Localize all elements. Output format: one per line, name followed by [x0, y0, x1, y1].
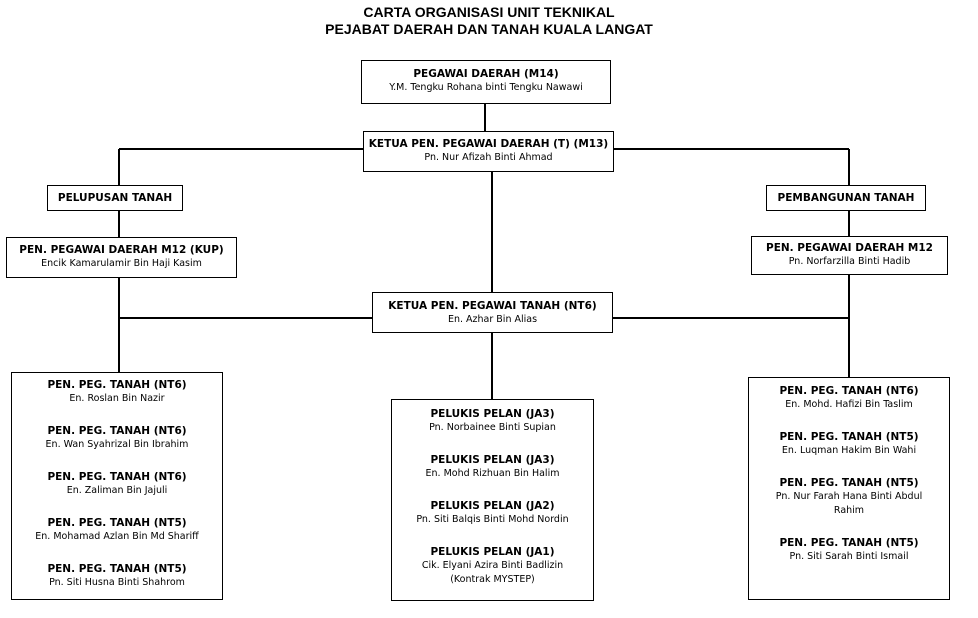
staff-entry: PEN. PEG. TANAH (NT6) En. Wan Syahrizal … — [12, 424, 222, 452]
box-name: En. Azhar Bin Alias — [447, 314, 538, 325]
box-pegawai-daerah: PEGAWAI DAERAH (M14) Y.M. Tengku Rohana … — [361, 60, 611, 104]
staff-entry: PELUKIS PELAN (JA3) Pn. Norbainee Binti … — [392, 407, 593, 435]
section-label: PELUPUSAN TANAH — [57, 192, 173, 204]
staff-role: PEN. PEG. TANAH (NT5) — [47, 563, 187, 575]
staff-entry: PEN. PEG. TANAH (NT6) En. Mohd. Hafizi B… — [749, 384, 949, 412]
staff-entry: PEN. PEG. TANAH (NT5) Pn. Nur Farah Hana… — [749, 476, 949, 518]
staff-name: Cik. Elyani Azira Binti Badlizin — [421, 560, 564, 571]
staff-role: PEN. PEG. TANAH (NT6) — [47, 425, 187, 437]
box-role: PEN. PEGAWAI DAERAH M12 (KUP) — [19, 244, 224, 256]
staff-name: Pn. Siti Balqis Binti Mohd Nordin — [416, 514, 569, 525]
staff-role: PELUKIS PELAN (JA3) — [430, 408, 555, 420]
staff-role: PEN. PEG. TANAH (NT5) — [779, 431, 919, 443]
section-label: PEMBANGUNAN TANAH — [777, 192, 915, 204]
staff-role: PEN. PEG. TANAH (NT6) — [779, 385, 919, 397]
chart-title-line-2: PEJABAT DAERAH DAN TANAH KUALA LANGAT — [325, 21, 653, 37]
staff-role: PEN. PEG. TANAH (NT5) — [779, 477, 919, 489]
staff-entry: PELUKIS PELAN (JA2) Pn. Siti Balqis Bint… — [392, 499, 593, 527]
section-pelupusan-tanah: PELUPUSAN TANAH — [47, 185, 183, 211]
staff-entry: PEN. PEG. TANAH (NT5) Pn. Siti Sarah Bin… — [749, 536, 949, 564]
box-right-officer: PEN. PEGAWAI DAERAH M12 Pn. Norfarzilla … — [751, 236, 948, 275]
box-right-staff: PEN. PEG. TANAH (NT6) En. Mohd. Hafizi B… — [748, 377, 950, 600]
staff-role: PEN. PEG. TANAH (NT5) — [779, 537, 919, 549]
staff-name: Pn. Norbainee Binti Supian — [429, 422, 556, 433]
box-name: Pn. Nur Afizah Binti Ahmad — [424, 152, 553, 163]
box-left-officer: PEN. PEGAWAI DAERAH M12 (KUP) Encik Kama… — [6, 237, 237, 278]
box-name: Encik Kamarulamir Bin Haji Kasim — [41, 258, 202, 269]
box-role: PEGAWAI DAERAH (M14) — [413, 68, 559, 80]
staff-contract-note: (Kontrak MYSTEP) — [450, 574, 535, 585]
staff-role: PEN. PEG. TANAH (NT6) — [47, 379, 187, 391]
staff-entry: PEN. PEG. TANAH (NT5) En. Luqman Hakim B… — [749, 430, 949, 458]
staff-name: Pn. Nur Farah Hana Binti Abdul — [775, 491, 923, 502]
staff-name: En. Luqman Hakim Bin Wahi — [781, 445, 917, 456]
staff-entry: PEN. PEG. TANAH (NT6) En. Zaliman Bin Ja… — [12, 470, 222, 498]
staff-name: Pn. Siti Husna Binti Shahrom — [49, 577, 185, 588]
staff-entry: PEN. PEG. TANAH (NT5) Pn. Siti Husna Bin… — [12, 562, 222, 590]
box-ketua-pen-pegawai-tanah: KETUA PEN. PEGAWAI TANAH (NT6) En. Azhar… — [372, 292, 613, 333]
box-name: Pn. Norfarzilla Binti Hadib — [788, 256, 911, 267]
box-role: KETUA PEN. PEGAWAI TANAH (NT6) — [388, 300, 597, 312]
staff-entry: PELUKIS PELAN (JA1) Cik. Elyani Azira Bi… — [392, 545, 593, 587]
staff-entry: PEN. PEG. TANAH (NT6) En. Roslan Bin Naz… — [12, 378, 222, 406]
staff-role: PELUKIS PELAN (JA3) — [430, 454, 555, 466]
staff-name: En. Wan Syahrizal Bin Ibrahim — [45, 439, 189, 450]
staff-name: En. Mohd. Hafizi Bin Taslim — [785, 399, 913, 410]
staff-role: PEN. PEG. TANAH (NT5) — [47, 517, 187, 529]
staff-name: En. Mohamad Azlan Bin Md Shariff — [35, 531, 199, 542]
staff-entry: PELUKIS PELAN (JA3) En. Mohd Rizhuan Bin… — [392, 453, 593, 481]
box-name: Y.M. Tengku Rohana binti Tengku Nawawi — [389, 82, 583, 93]
chart-title-line-1: CARTA ORGANISASI UNIT TEKNIKAL — [363, 4, 615, 20]
staff-role: PEN. PEG. TANAH (NT6) — [47, 471, 187, 483]
staff-name: En. Zaliman Bin Jajuli — [66, 485, 168, 496]
staff-role: PELUKIS PELAN (JA2) — [430, 500, 555, 512]
staff-name: En. Mohd Rizhuan Bin Halim — [425, 468, 560, 479]
box-left-staff: PEN. PEG. TANAH (NT6) En. Roslan Bin Naz… — [11, 372, 223, 600]
staff-name: En. Roslan Bin Nazir — [69, 393, 165, 404]
staff-role: PELUKIS PELAN (JA1) — [430, 546, 555, 558]
staff-entry: PEN. PEG. TANAH (NT5) En. Mohamad Azlan … — [12, 516, 222, 544]
staff-name-continued: Rahim — [833, 505, 865, 516]
box-role: PEN. PEGAWAI DAERAH M12 — [766, 242, 933, 254]
section-pembangunan-tanah: PEMBANGUNAN TANAH — [766, 185, 926, 211]
box-center-staff: PELUKIS PELAN (JA3) Pn. Norbainee Binti … — [391, 399, 594, 601]
staff-name: Pn. Siti Sarah Binti Ismail — [789, 551, 909, 562]
box-role: KETUA PEN. PEGAWAI DAERAH (T) (M13) — [368, 138, 609, 150]
box-ketua-pen-pegawai-daerah: KETUA PEN. PEGAWAI DAERAH (T) (M13) Pn. … — [363, 131, 614, 172]
